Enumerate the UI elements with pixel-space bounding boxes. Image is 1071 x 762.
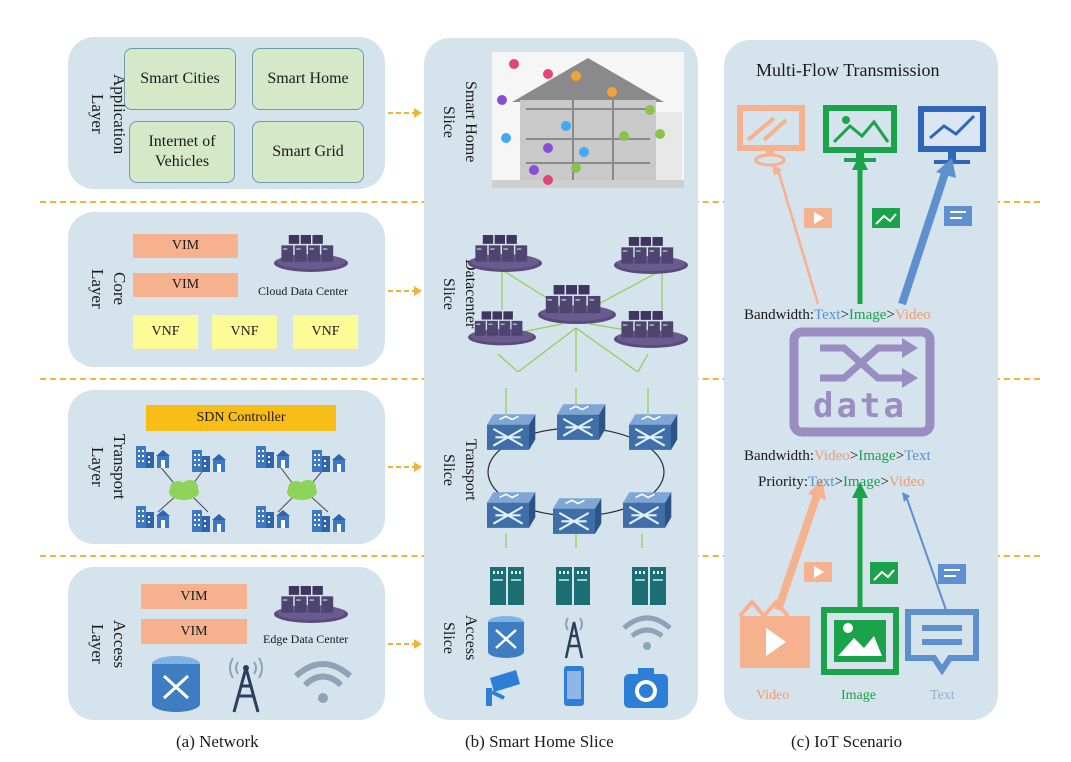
image-icon	[821, 607, 899, 675]
smartphone-icon	[564, 666, 584, 706]
core-vim-1: VIM	[133, 234, 238, 258]
caption-network: (a) Network	[176, 732, 259, 751]
transport-slice-topology-graphic	[485, 388, 678, 548]
cloud-data-center-icon	[274, 234, 348, 272]
cell-tower-icon	[564, 617, 584, 659]
image-badge-icon	[870, 562, 898, 584]
video-monitor-icon	[737, 105, 805, 167]
media-label-text: Text	[930, 688, 955, 703]
iot-flow-graphic	[737, 105, 986, 676]
security-camera-icon	[486, 670, 520, 706]
access-slice-title: Access Slice	[440, 615, 479, 661]
transport-topology-graphic	[136, 446, 346, 532]
app-smart-grid: Smart Grid	[252, 121, 364, 183]
access-vim-2: VIM	[141, 619, 247, 644]
image-badge-icon	[872, 208, 900, 228]
smart-home-slice-title: Smart Home Slice	[440, 81, 479, 163]
caption-smart-home-slice: (b) Smart Home Slice	[465, 732, 614, 751]
switch-icon	[621, 491, 672, 529]
bandwidth-downlink-label: Bandwidth:Text>Image>Video	[744, 307, 931, 323]
smart-home-house-image	[492, 52, 684, 188]
datacenter-slice-title: Datacenter Slice	[440, 259, 479, 329]
text-monitor-icon	[918, 106, 986, 164]
datacenter-server-icon	[468, 311, 536, 346]
edge-data-center-icon	[274, 585, 348, 623]
camera-icon	[624, 668, 668, 708]
switch-icon	[551, 497, 602, 535]
transport-slice-title: Transport Slice	[440, 439, 479, 501]
datacenter-server-icon	[614, 310, 688, 348]
switch-icon	[555, 403, 606, 441]
network-cloud-icon	[287, 480, 317, 500]
edge-data-center-label: Edge Data Center	[263, 632, 349, 646]
router-cylinder-icon	[152, 656, 200, 712]
data-shuffle-icon	[789, 327, 935, 437]
multi-flow-title: Multi-Flow Transmission	[756, 60, 940, 80]
cloud-data-center-label: Cloud Data Center	[258, 284, 348, 298]
sdn-controller: SDN Controller	[146, 405, 336, 431]
switch-icon	[627, 413, 678, 451]
switch-icon	[485, 491, 536, 529]
router-cylinder-icon	[488, 616, 524, 658]
switch-icon	[485, 413, 536, 451]
bandwidth-uplink-label: Bandwidth:Video>Image>Text	[744, 448, 931, 464]
video-badge-icon	[804, 208, 832, 228]
server-rack-icon	[490, 567, 524, 605]
datacenter-topology-graphic	[468, 234, 688, 372]
arrow-right-icon	[388, 462, 422, 472]
data-word: data	[813, 386, 907, 426]
image-monitor-icon	[823, 105, 897, 162]
server-rack-icon	[556, 567, 590, 605]
text-badge-icon	[944, 206, 972, 226]
access-slice-devices-graphic	[486, 567, 672, 708]
arrow-right-icon	[388, 639, 422, 649]
priority-label: Priority:Text>Image>Video	[758, 474, 925, 490]
video-badge-icon	[804, 562, 832, 582]
text-badge-icon	[938, 564, 966, 584]
datacenter-server-icon	[538, 285, 616, 325]
app-internet-of-vehicles: Internet of Vehicles	[129, 121, 235, 183]
datacenter-server-icon	[614, 236, 688, 274]
app-smart-cities: Smart Cities	[124, 48, 236, 110]
media-label-video: Video	[756, 688, 790, 703]
arrow-right-icon	[388, 108, 422, 118]
app-smart-home: Smart Home	[252, 48, 364, 110]
core-vnf-3: VNF	[293, 315, 358, 349]
access-vim-1: VIM	[141, 584, 247, 609]
media-label-image: Image	[841, 688, 876, 703]
core-vim-2: VIM	[133, 273, 238, 297]
core-vnf-2: VNF	[212, 315, 277, 349]
transport-layer-title: Transport Layer	[88, 434, 129, 500]
access-layer-title: Access Layer	[88, 619, 129, 669]
core-layer-title: Core Layer	[88, 269, 129, 309]
caption-iot-scenario: (c) IoT Scenario	[791, 732, 903, 751]
wifi-icon	[294, 661, 352, 703]
arrow-right-icon	[388, 286, 422, 296]
core-vnf-1: VNF	[133, 315, 198, 349]
text-icon	[905, 609, 979, 676]
video-icon	[738, 598, 810, 668]
cell-tower-icon	[229, 657, 263, 713]
wifi-icon	[622, 615, 672, 650]
server-rack-icon	[632, 567, 666, 605]
datacenter-server-icon	[468, 234, 542, 272]
network-cloud-icon	[169, 480, 199, 500]
